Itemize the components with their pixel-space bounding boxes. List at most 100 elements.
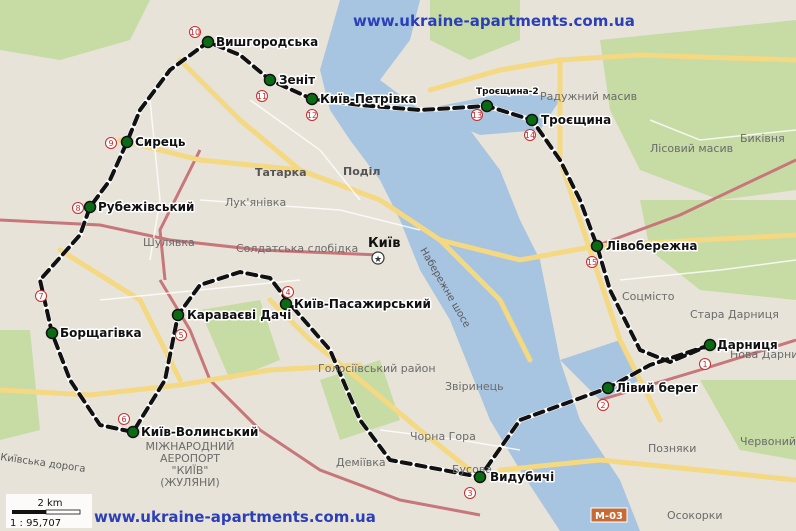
rail-lines: [0, 149, 796, 517]
station-label: Київ-Пасажирський: [294, 297, 431, 311]
district-raiduzhnyi: Радужний масив: [540, 90, 637, 103]
station-number: 12: [307, 111, 317, 120]
station-number: 13: [472, 111, 482, 120]
station-label: Сирець: [135, 135, 186, 149]
station-5: 5 Караваєві Дачі: [171, 307, 293, 341]
city-express-route: [37, 39, 713, 480]
station-dot: [263, 73, 277, 87]
station-label: Лівий берег: [616, 381, 698, 395]
m03-shield: М-03: [590, 507, 628, 523]
station-dot: [601, 381, 615, 395]
station-dot: [473, 470, 487, 484]
district-holosiivskyi: Голосіївський район: [318, 362, 436, 375]
station-number: 7: [38, 292, 43, 301]
station-number: 5: [178, 331, 183, 340]
station-number: 8: [75, 204, 80, 213]
m03-label: М-03: [595, 511, 623, 522]
watermark-top: www.ukraine-apartments.com.ua: [353, 12, 635, 30]
station-number: 15: [587, 258, 597, 267]
district-podil: Поділ: [343, 165, 380, 178]
district-osokorky: Осокорки: [667, 509, 723, 522]
station-number-marker: [586, 256, 598, 268]
district-nova-darnytsia: Нова Дарниця: [730, 348, 796, 361]
station-dot: [201, 35, 215, 49]
station-dot: [120, 135, 134, 149]
station-3: 3 Видубичі: [464, 469, 556, 499]
station-8: 8 Рубежівський: [72, 199, 196, 216]
station-dot: [171, 308, 185, 322]
station-number: 3: [467, 489, 472, 498]
station-label: Київ-Волинський: [141, 425, 258, 439]
city-center: Київ ★: [368, 236, 400, 265]
station-dot: [305, 92, 319, 106]
station-label: Вишгородська: [216, 35, 318, 49]
station-number: 4: [285, 288, 290, 297]
station-label: Дарниця: [717, 338, 778, 352]
station-label: Троєщина: [541, 113, 611, 127]
station-number-marker: [256, 90, 268, 102]
station-2: 2 Лівий берег: [597, 380, 700, 411]
district-busova: Бусова: [452, 463, 492, 476]
airport-line-2: АЕРОПОРТ: [160, 452, 220, 465]
watermark-bottom: www.ukraine-apartments.com.ua: [94, 508, 376, 526]
station-number: 9: [108, 139, 113, 148]
station-number-marker: [306, 109, 318, 121]
station-label: Лівобережна: [606, 239, 698, 253]
station-label: Зеніт: [279, 73, 315, 87]
station-label: Видубичі: [490, 470, 554, 484]
station-number-marker: [471, 109, 483, 121]
station-dot: [83, 200, 97, 214]
station-label: Рубежівський: [98, 200, 194, 214]
station-number-marker: [175, 329, 187, 341]
district-sotsmisto: Соцмісто: [622, 290, 675, 303]
district-tatarka: Татарка: [255, 166, 307, 179]
station-11: 11 Зеніт: [256, 72, 317, 102]
station-label: Караваєві Дачі: [187, 308, 291, 322]
station-label: Троєщина-2: [476, 87, 539, 97]
city-label: Київ: [368, 236, 400, 251]
district-demiivka: Деміївка: [336, 456, 386, 469]
scale-ratio: 1 : 95,707: [10, 518, 61, 529]
station-dot: [279, 297, 293, 311]
district-stara-darnytsia: Стара Дарниця: [690, 308, 779, 321]
station-number-marker: [699, 358, 711, 370]
station-dot: [525, 113, 539, 127]
airport-line-3: "КИЇВ": [172, 464, 209, 477]
station-number: 14: [525, 131, 535, 140]
forest-areas: [0, 0, 796, 460]
station-number: 11: [257, 92, 267, 101]
station-number-marker: [524, 129, 536, 141]
svg-text:★: ★: [374, 255, 382, 265]
station-number-marker: [282, 286, 294, 298]
station-number: 6: [121, 415, 126, 424]
district-chorna-hora: Чорна Гора: [410, 430, 476, 443]
station-number: 10: [190, 28, 200, 37]
station-15: 15 Лівобережна: [586, 238, 699, 268]
district-shuliavka: Шулявка: [143, 236, 195, 249]
district-chervonyi-khutir: Червоний Хутір: [740, 435, 796, 448]
station-14: 14 Троєщина: [524, 112, 613, 141]
station-dot: [590, 239, 604, 253]
airport-label: МІЖНАРОДНИЙ АЕРОПОРТ "КИЇВ" (ЖУЛЯНИ): [146, 440, 235, 489]
district-bykivnia: Биківня: [740, 132, 785, 145]
station-dot: [126, 425, 140, 439]
station-number-marker: [597, 399, 609, 411]
river-dnipro: [320, 0, 640, 531]
station-number-marker: [189, 26, 201, 38]
station-number-marker: [105, 137, 117, 149]
station-number-marker: [464, 487, 476, 499]
station-9: 9 Сирець: [105, 134, 187, 151]
station-label: Київ-Петрівка: [320, 92, 417, 106]
station-label: Борщагівка: [60, 326, 142, 340]
scale-distance: 2 km: [37, 498, 62, 509]
station-number: 2: [600, 401, 605, 410]
district-pozniaky: Позняки: [648, 442, 696, 455]
